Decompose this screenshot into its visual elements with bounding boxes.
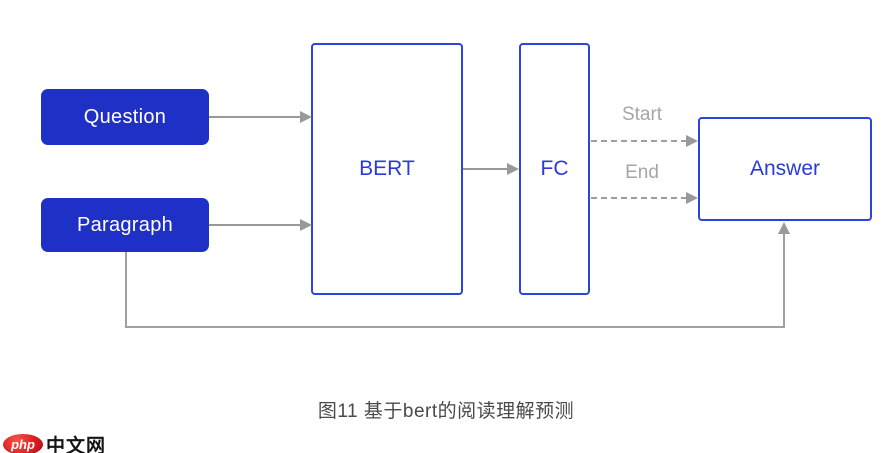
php-logo-icon: php xyxy=(3,434,43,453)
fc-node-label: FC xyxy=(540,157,569,180)
paragraph-to-bert-arrow xyxy=(209,224,301,226)
answer-node-label: Answer xyxy=(749,157,821,180)
paragraph-to-answer-path-down xyxy=(125,252,127,328)
paragraph-to-answer-path-up xyxy=(783,233,785,327)
arrow-up-icon xyxy=(778,222,790,234)
question-node: Question xyxy=(41,89,209,145)
arrow-right-icon xyxy=(686,192,698,204)
fc-to-answer-start-arrow xyxy=(591,140,687,142)
bert-node: BERT xyxy=(311,43,463,295)
logo-site-text: 中文网 xyxy=(46,436,107,453)
php-cn-logo: php 中文网 xyxy=(3,431,106,453)
fc-node: FC xyxy=(519,43,590,295)
figure-caption: 图11 基于bert的阅读理解预测 xyxy=(317,401,575,422)
bert-node-label: BERT xyxy=(359,157,415,180)
bert-to-fc-arrow xyxy=(463,168,508,170)
arrow-right-icon xyxy=(686,135,698,147)
arrow-right-icon xyxy=(300,219,312,231)
question-to-bert-arrow xyxy=(209,116,301,118)
answer-node: Answer xyxy=(698,117,872,221)
paragraph-node: Paragraph xyxy=(41,198,209,252)
arrow-right-icon xyxy=(300,111,312,123)
start-edge-label: Start xyxy=(621,104,663,125)
paragraph-node-label: Paragraph xyxy=(76,213,174,236)
paragraph-to-answer-path-along xyxy=(125,326,785,328)
end-edge-label: End xyxy=(625,162,659,183)
question-node-label: Question xyxy=(83,105,167,128)
fc-to-answer-end-arrow xyxy=(591,197,687,199)
arrow-right-icon xyxy=(507,163,519,175)
